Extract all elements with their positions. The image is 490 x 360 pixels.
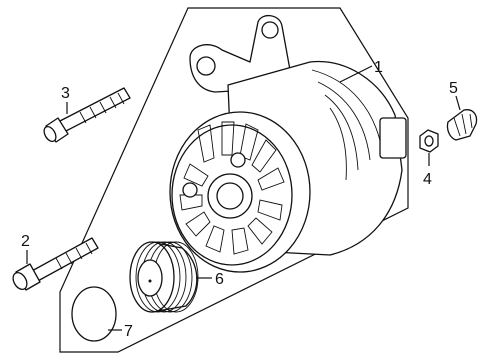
- assembly-outline: [59, 7, 409, 353]
- callout-2: 2: [21, 233, 30, 250]
- callout-6: 6: [215, 271, 224, 288]
- callout-7: 7: [124, 323, 133, 340]
- stud-bolt: [43, 87, 131, 143]
- callout-1: 1: [374, 59, 383, 76]
- pulley: [129, 241, 199, 313]
- alternator: [169, 15, 407, 273]
- callout-4: 4: [423, 171, 432, 188]
- pulley-cover: [71, 286, 117, 342]
- nut: [419, 129, 439, 153]
- cap: [446, 109, 478, 141]
- leader-5: [455, 95, 461, 111]
- callout-5: 5: [449, 80, 458, 97]
- callout-3: 3: [61, 85, 70, 102]
- leader-1: [339, 65, 373, 83]
- bolt: [12, 237, 99, 291]
